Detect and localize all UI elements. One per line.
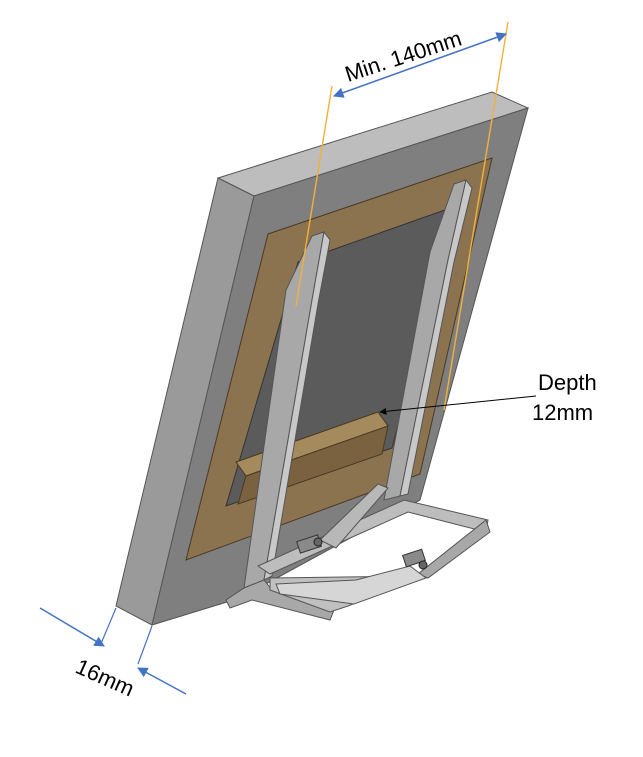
hinge-right-pin <box>418 560 428 570</box>
depth-callout: Depth 12mm <box>379 370 597 425</box>
stand-right-upright-face <box>399 178 473 497</box>
stand-left-upright-face <box>263 230 331 581</box>
thickness-dimension-label: 16mm <box>72 654 138 702</box>
thickness-ext-left <box>99 607 117 647</box>
depth-label-line2: 12mm <box>532 400 593 425</box>
stand-brace <box>319 483 389 549</box>
hinge-left-pin <box>313 537 323 547</box>
thickness-arrow-right <box>137 667 187 695</box>
width-dimension-arrow <box>333 32 507 98</box>
stand-base-curve <box>275 565 428 605</box>
stand <box>225 178 491 621</box>
thickness-dimension: 16mm <box>39 607 187 702</box>
thickness-ext-right <box>137 625 153 665</box>
thickness-arrow-left <box>39 607 105 647</box>
stand-base-right <box>417 519 491 579</box>
depth-label-line1: Depth <box>538 370 597 395</box>
depth-leader-line <box>379 395 537 415</box>
guide-line-left <box>295 85 333 307</box>
width-dimension: Min. 140mm <box>333 26 507 98</box>
